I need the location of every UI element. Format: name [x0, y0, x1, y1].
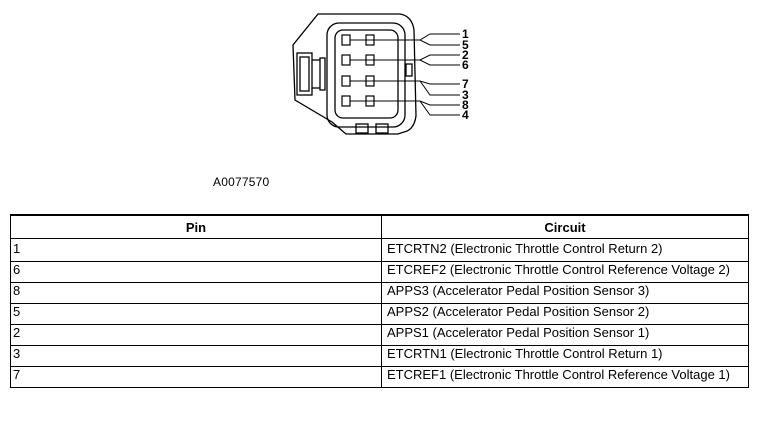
connector-figure: 1 5 2 6 7 3 8 4 A0077570: [0, 0, 758, 200]
pin-label-6: 6: [462, 58, 469, 72]
connector-latch: [296, 52, 313, 96]
table-row: 3 ETCRTN1 (Electronic Throttle Control R…: [10, 345, 749, 367]
pin-label-2: 2: [462, 48, 469, 62]
leader-line: [374, 59, 460, 66]
cell-pin: 3: [10, 345, 382, 367]
connector-diagram: 1 5 2 6 7 3 8 4: [292, 13, 469, 135]
cell-circuit: APPS1 (Accelerator Pedal Position Sensor…: [381, 324, 749, 346]
leader-line: [374, 100, 460, 116]
cell-pin: 7: [10, 366, 382, 388]
pin-cavity: [341, 95, 351, 107]
leader-line: [374, 39, 460, 46]
table-row: 7 ETCREF1 (Electronic Throttle Control R…: [10, 366, 749, 388]
cell-circuit: ETCREF1 (Electronic Throttle Control Ref…: [381, 366, 749, 388]
table-row: 8 APPS3 (Accelerator Pedal Position Sens…: [10, 282, 749, 304]
pin-label-7: 7: [462, 77, 469, 91]
pin-label-1: 1: [462, 27, 469, 41]
pin-label-4: 4: [462, 108, 469, 122]
table-row: 5 APPS2 (Accelerator Pedal Position Sens…: [10, 303, 749, 325]
connector-housing: [292, 13, 417, 135]
connector-cavity-frame: [334, 29, 399, 119]
cell-pin: 6: [10, 261, 382, 283]
pin-cavity: [341, 54, 351, 66]
header-pin: Pin: [10, 214, 382, 239]
cell-pin: 8: [10, 282, 382, 304]
pin-cavity: [341, 75, 351, 87]
leader-line: [374, 80, 460, 96]
cell-pin: 2: [10, 324, 382, 346]
pin-cavity: [341, 34, 351, 46]
table-header-row: Pin Circuit: [10, 214, 749, 239]
cell-circuit: APPS3 (Accelerator Pedal Position Sensor…: [381, 282, 749, 304]
cell-pin: 1: [10, 238, 382, 262]
connector-inner-shroud: [326, 22, 406, 128]
pin-label-8: 8: [462, 98, 469, 112]
cell-circuit: ETCREF2 (Electronic Throttle Control Ref…: [381, 261, 749, 283]
pin-label-3: 3: [462, 88, 469, 102]
cell-circuit: ETCRTN2 (Electronic Throttle Control Ret…: [381, 238, 749, 262]
table-row: 1 ETCRTN2 (Electronic Throttle Control R…: [10, 238, 749, 262]
cell-circuit: ETCRTN1 (Electronic Throttle Control Ret…: [381, 345, 749, 367]
figure-code: A0077570: [213, 175, 270, 189]
pin-circuit-table: Pin Circuit 1 ETCRTN2 (Electronic Thrott…: [10, 214, 749, 388]
table-row: 2 APPS1 (Accelerator Pedal Position Sens…: [10, 324, 749, 346]
table-row: 6 ETCREF2 (Electronic Throttle Control R…: [10, 261, 749, 283]
cell-pin: 5: [10, 303, 382, 325]
pin-label-5: 5: [462, 38, 469, 52]
header-circuit: Circuit: [381, 214, 749, 239]
cell-circuit: APPS2 (Accelerator Pedal Position Sensor…: [381, 303, 749, 325]
